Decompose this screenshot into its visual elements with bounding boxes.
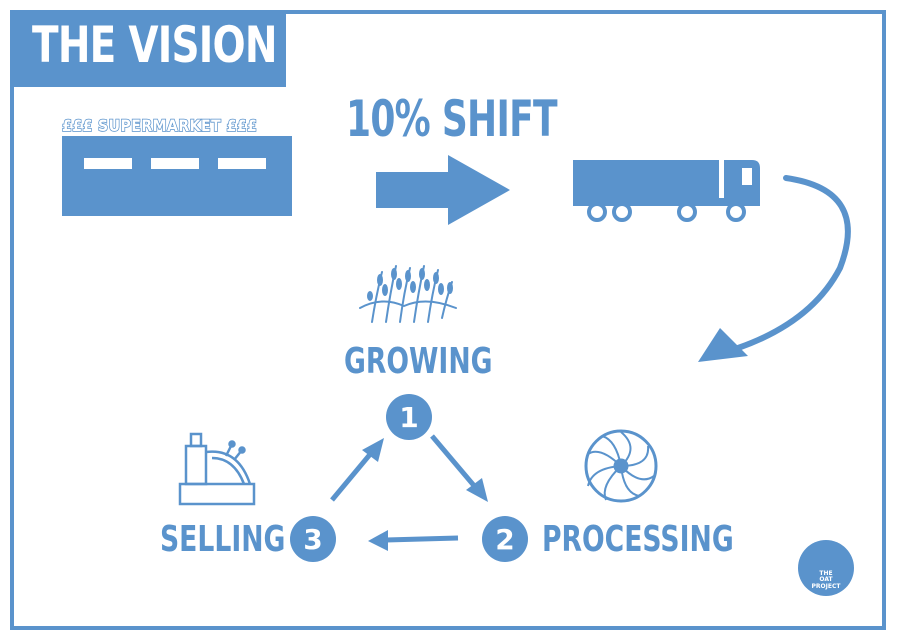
step-label-growing: GROWING	[344, 341, 493, 382]
logo-line-3: PROJECT	[811, 582, 841, 590]
oat-project-logo: THE OAT PROJECT	[798, 540, 854, 596]
truck-icon	[573, 160, 760, 222]
cash-register-icon	[178, 432, 256, 506]
step-label-processing: PROCESSING	[542, 519, 734, 560]
logo-line-2: OAT	[819, 576, 833, 584]
logo-line-1: THE	[819, 570, 833, 578]
arrow-right-icon	[376, 155, 510, 225]
supermarket-label: £££ SUPERMARKET £££	[61, 115, 258, 136]
mill-wheel-icon	[584, 429, 658, 503]
step-number-1: 1	[386, 394, 432, 440]
cycle-arrow-3-to-1	[330, 438, 384, 502]
page-title: THE VISION	[32, 16, 278, 74]
shift-label: 10% SHIFT	[346, 90, 558, 148]
supermarket-icon	[62, 136, 292, 216]
outer-frame	[10, 10, 886, 630]
title-banner	[10, 10, 286, 87]
cycle-arrow-1-to-2	[430, 434, 488, 502]
step-number-2: 2	[482, 516, 528, 562]
step-label-selling: SELLING	[160, 519, 286, 560]
cycle-arrow-2-to-3	[368, 530, 459, 551]
wheat-icon	[359, 265, 457, 323]
step-number-3: 3	[290, 516, 336, 562]
curved-arrow-icon	[698, 175, 851, 362]
